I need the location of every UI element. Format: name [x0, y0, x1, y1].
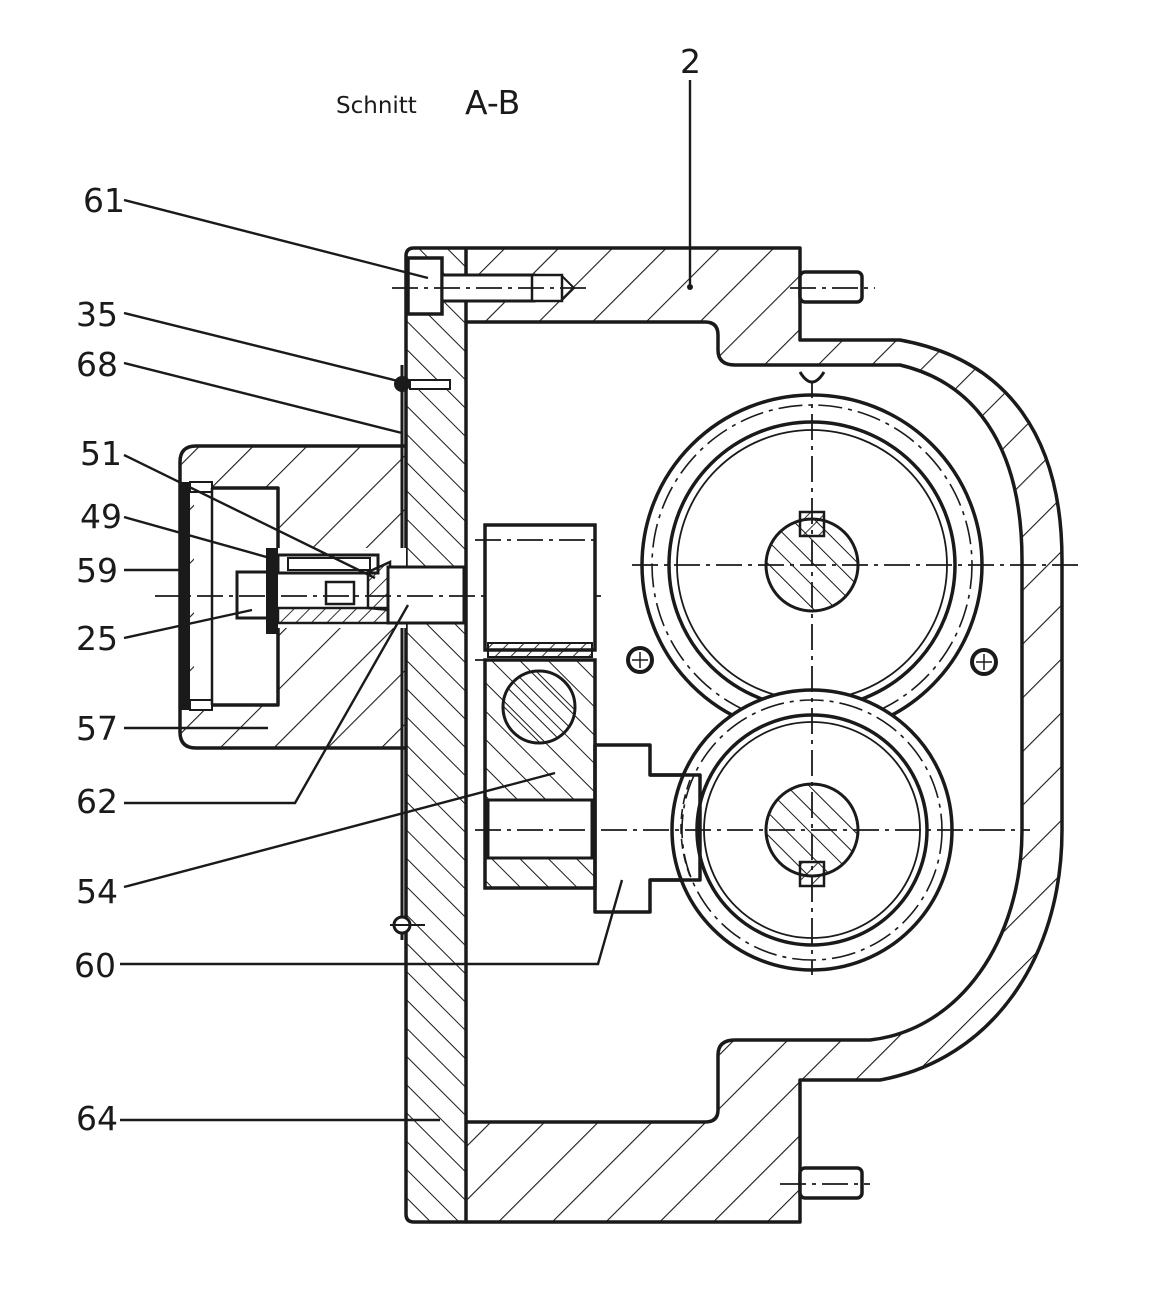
pin-lower: [390, 915, 425, 935]
section-title-prefix: Schnitt: [336, 93, 417, 119]
callout-label-25: 25: [76, 619, 118, 658]
leader-line-35: [123, 311, 399, 383]
callout-label-57: 57: [76, 709, 118, 748]
leader-line-51: [123, 453, 376, 580]
callout-label-62: 62: [76, 782, 118, 821]
section-title-label: A-B: [465, 83, 520, 122]
screw-symbol-right: [970, 648, 998, 676]
callout-label-54: 54: [76, 872, 118, 911]
callout-label-68: 68: [76, 345, 118, 384]
cap-screw-part-61: [392, 256, 590, 316]
leader-line-54: [123, 771, 556, 889]
dowel-pin-bottom: [780, 1166, 870, 1200]
end-plate-part-64: [400, 246, 468, 1224]
leader-line-49: [123, 515, 271, 560]
callout-label-61: 61: [83, 181, 125, 220]
leader-line-25: [123, 608, 253, 640]
callout-label-59: 59: [76, 551, 118, 590]
dowel-pin-top: [790, 270, 875, 304]
callout-label-60: 60: [74, 946, 116, 985]
callout-label-2: 2: [680, 42, 701, 81]
leader-line-68: [123, 361, 403, 435]
callout-label-35: 35: [76, 295, 118, 334]
callout-label-64: 64: [76, 1099, 118, 1138]
leader-line-62: [124, 604, 410, 805]
idler-gear-part-54: [475, 523, 600, 890]
callout-label-51: 51: [80, 434, 122, 473]
leader-line-61: [123, 198, 429, 280]
screw-symbol-left: [626, 646, 654, 674]
callout-label-49: 49: [80, 497, 122, 536]
screw-symbol-top: [798, 371, 826, 384]
leader-line-60: [120, 879, 624, 966]
